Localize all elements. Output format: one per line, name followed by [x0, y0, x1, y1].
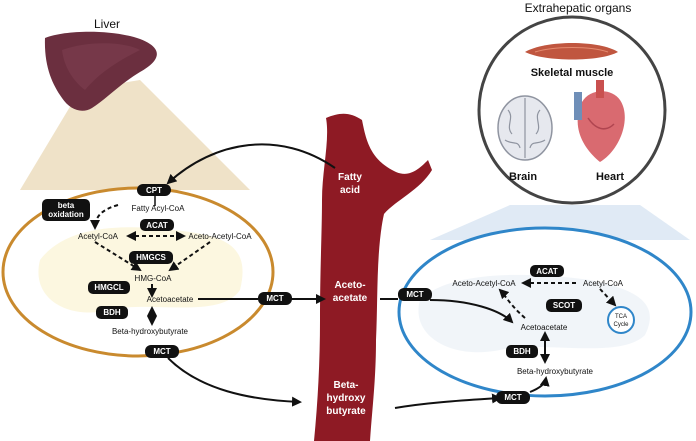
transport-mct-label: MCT — [266, 294, 283, 303]
arrow-aceto-acetyl-to-hmg — [168, 241, 211, 272]
extra-acat-label: ACAT — [536, 267, 558, 276]
acat-pill — [140, 219, 174, 231]
extra-bhb-label: Beta-hydroxybutyrate — [517, 367, 594, 376]
aceto-acetyl-coa-label: Aceto-Acetyl-CoA — [188, 232, 252, 241]
vessel-bhb-1: Beta- — [333, 380, 358, 391]
hmg-coa-label: HMG-CoA — [135, 274, 173, 283]
vessel-acetoacetate-1: Aceto- — [334, 280, 365, 291]
extra-bdh-pill — [506, 345, 538, 358]
hmgcl-label: HMGCL — [94, 283, 123, 292]
beta-oxidation-pill — [42, 199, 90, 221]
hmgcs-pill — [129, 251, 173, 264]
acetoacetate-label: Acetoacetate — [147, 295, 194, 304]
beta-hydroxybutyrate-label: Beta-hydroxybutyrate — [112, 327, 189, 336]
vessel-fatty-acid-2: acid — [340, 185, 360, 196]
vessel-bhb-2: hydroxy — [327, 393, 366, 404]
extra-acat-pill — [530, 265, 564, 277]
fatty-acyl-coa-label: Fatty Acyl-CoA — [132, 204, 186, 213]
extra-bdh-label: BDH — [513, 347, 531, 356]
transport-mct-pill — [258, 292, 292, 305]
skeletal-muscle-icon — [525, 43, 618, 60]
arrow-acetyl-to-tca — [599, 288, 617, 307]
arrow-acetoacetate-to-aceto-acetyl-extra — [498, 288, 526, 319]
acetyl-coa-label: Acetyl-CoA — [78, 232, 119, 241]
arrow-mct-to-bhb-extra — [529, 376, 550, 393]
cpt-label: CPT — [146, 186, 162, 195]
cpt-pill — [137, 184, 171, 196]
bdh-pill — [96, 306, 128, 319]
arrow-vessel-bhb-to-mct-extra — [394, 393, 502, 409]
extra-cell-nucleus — [418, 274, 650, 353]
vessel-acetoacetate-2: acetate — [333, 293, 368, 304]
hmgcl-pill — [88, 281, 130, 294]
tca-label-2: Cycle — [613, 322, 629, 328]
brain-icon — [497, 95, 553, 161]
arrow-acetyl-to-hmg — [94, 241, 142, 272]
liver-mct-pill — [145, 345, 179, 358]
vessel-bhb-3: butyrate — [326, 406, 366, 417]
extra-aceto-acetyl-coa-label: Aceto-Acetyl-CoA — [452, 279, 516, 288]
scot-pill — [546, 299, 582, 312]
beta-oxidation-label-2: oxidation — [48, 210, 84, 219]
tca-label-1: TCA — [615, 314, 627, 320]
bdh-label: BDH — [103, 308, 121, 317]
extra-mct-pill — [398, 288, 432, 301]
liver-highlight — [62, 43, 140, 90]
tca-cycle-icon — [607, 306, 635, 334]
extra-bhb-mct-pill — [496, 391, 530, 404]
skeletal-muscle-label: Skeletal muscle — [531, 67, 614, 79]
arrow-mct-to-acetoacetate-extra — [429, 299, 514, 324]
vessel-fatty-acid-1: Fatty — [338, 172, 362, 183]
extra-acetoacetate-label: Acetoacetate — [521, 323, 568, 332]
liver-title: Liver — [94, 17, 120, 31]
heart-icon — [574, 80, 625, 162]
blood-vessel — [314, 113, 432, 441]
liver-mct-label: MCT — [153, 347, 170, 356]
arrow-mct-bhb-to-vessel — [167, 357, 302, 407]
brain-label: Brain — [509, 171, 537, 183]
scot-label: SCOT — [553, 301, 575, 310]
arrow-fatty-acid-to-cpt — [166, 143, 336, 185]
extra-mct-label: MCT — [406, 290, 423, 299]
heart-label: Heart — [596, 171, 624, 183]
extrahepatic-title: Extrahepatic organs — [525, 1, 632, 15]
extra-acetyl-coa-label: Acetyl-CoA — [583, 279, 624, 288]
liver-light-cone — [20, 80, 250, 190]
acat-label: ACAT — [146, 221, 168, 230]
extra-light-cone — [430, 205, 690, 240]
hmgcs-label: HMGCS — [136, 253, 166, 262]
beta-oxidation-label-1: beta — [58, 201, 75, 210]
extra-bhb-mct-label: MCT — [504, 393, 521, 402]
